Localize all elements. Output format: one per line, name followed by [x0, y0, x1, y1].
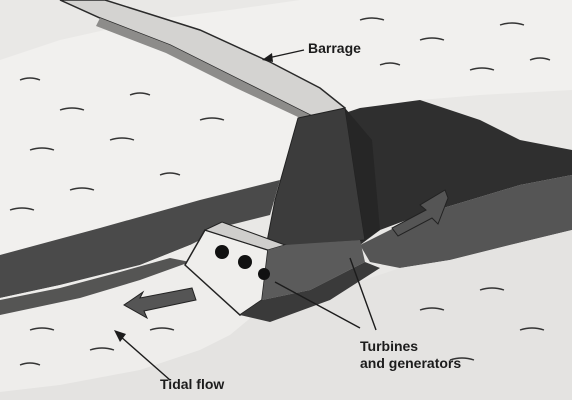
barrage-pier-side	[345, 108, 380, 240]
tidal-flow-label: Tidal flow	[160, 376, 225, 392]
turbine-opening-3	[258, 268, 270, 280]
tidal-flow-leader	[119, 335, 171, 381]
barrage-rail-side	[96, 18, 330, 132]
right-channel-shadow	[330, 100, 572, 245]
barrage-label: Barrage	[308, 40, 361, 56]
flow-arrow-right	[391, 189, 449, 237]
turbines-leader-2	[349, 257, 377, 331]
leader-lines	[114, 49, 377, 381]
water-ripples	[9, 17, 551, 366]
barrage-leader-arrowhead	[262, 53, 273, 62]
upstream-water	[0, 0, 572, 255]
flow-arrow-left	[123, 287, 197, 320]
turbines-leader-1	[274, 281, 361, 329]
turbine-opening-1	[215, 245, 229, 259]
barrage-leader	[267, 49, 305, 59]
turbine-opening-2	[238, 255, 252, 269]
left-channel-shadow	[0, 180, 280, 298]
turbines-label-line2: and generators	[360, 355, 462, 371]
tidal-flow-arrowhead	[114, 330, 126, 342]
left-bank-shadow	[0, 258, 190, 315]
right-channel-depth	[360, 175, 572, 268]
turbine-housing-side	[262, 240, 365, 300]
turbine-base	[240, 262, 380, 322]
downstream-water-left	[0, 245, 250, 392]
turbines-label-line1: Turbines	[360, 338, 419, 354]
